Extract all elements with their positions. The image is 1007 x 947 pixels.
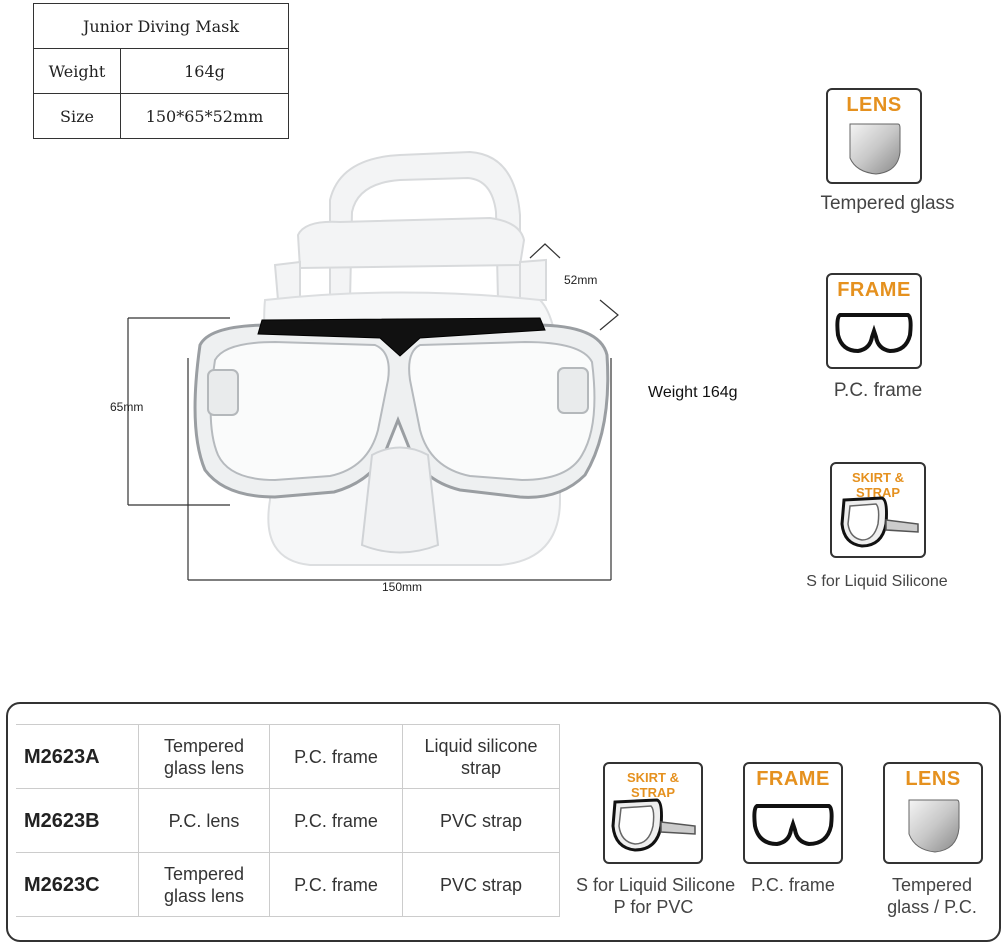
model-cell: M2623C	[16, 852, 139, 917]
width-dimension-label: 150mm	[382, 580, 423, 594]
model-cell: M2623B	[16, 788, 139, 853]
table-row: M2623A Tempered glass lens P.C. frame Li…	[16, 724, 560, 789]
nose-pocket	[360, 446, 440, 554]
lens-cell: Tempered glass lens	[138, 852, 270, 917]
left-buckle	[207, 369, 239, 416]
product-comparison-box: M2623A Tempered glass lens P.C. frame Li…	[6, 702, 1001, 942]
card-title: LENS	[905, 768, 961, 790]
caption-line: S for Liquid Silicone	[576, 875, 736, 895]
lens-icon	[849, 123, 901, 175]
card-title: LENS	[846, 94, 902, 116]
spec-row-weight: Weight 164g	[33, 48, 289, 94]
weight-label: Weight 164g	[648, 384, 738, 401]
frame-icon	[752, 804, 834, 847]
card-title: SKIRT & STRAP	[627, 770, 679, 800]
frame-cell: P.C. frame	[269, 852, 403, 917]
card-title: FRAME	[756, 768, 830, 790]
lens-cell: P.C. lens	[138, 788, 270, 853]
frame-feature-card: FRAME	[826, 273, 922, 369]
spec-table-title: Junior Diving Mask	[33, 3, 289, 49]
skirt-strap-icon	[840, 496, 919, 548]
strap-cell: PVC strap	[402, 788, 560, 853]
dimension-lines	[127, 243, 619, 581]
skirt-strap-feature-card: SKIRT & STRAP	[830, 462, 926, 558]
skirt-strap-icon	[611, 798, 696, 852]
spec-label: Weight	[33, 48, 121, 94]
spec-row-size: Size 150*65*52mm	[33, 93, 289, 139]
lens-cell: Tempered glass lens	[138, 724, 270, 789]
frame-top-bar	[257, 317, 546, 357]
table-row: M2623B P.C. lens P.C. frame PVC strap	[16, 788, 560, 853]
product-table: M2623A Tempered glass lens P.C. frame Li…	[16, 724, 560, 917]
depth-dimension-label: 52mm	[564, 273, 598, 287]
table-row: M2623C Tempered glass lens P.C. frame PV…	[16, 852, 560, 917]
skirt-strap-caption: S for Liquid Silicone	[806, 573, 948, 590]
card-title: FRAME	[837, 279, 911, 301]
spec-table: Junior Diving Mask Weight 164g Size 150*…	[33, 3, 289, 139]
strap-cell: Liquid silicone strap	[402, 724, 560, 789]
caption-line: P for PVC	[613, 897, 694, 917]
frame-cell: P.C. frame	[269, 788, 403, 853]
caption-line: P.C. frame	[751, 875, 835, 895]
strap-image	[273, 150, 547, 301]
height-dimension-label: 65mm	[110, 400, 144, 414]
model-cell: M2623A	[16, 724, 139, 789]
spec-label: Size	[33, 93, 121, 139]
frame-caption: P.C. frame	[833, 380, 923, 401]
legend-skirt-strap-card: SKIRT & STRAP	[603, 762, 703, 864]
right-lens	[408, 340, 596, 482]
lens-icon	[908, 799, 960, 853]
lens-feature-card: LENS	[826, 88, 922, 184]
legend-frame-card: FRAME	[743, 762, 843, 864]
right-buckle	[557, 367, 589, 414]
left-lens	[209, 340, 390, 482]
strap-cell: PVC strap	[402, 852, 560, 917]
spec-value: 150*65*52mm	[120, 93, 289, 139]
lens-caption: Tempered glass	[820, 193, 955, 214]
frame-cell: P.C. frame	[269, 724, 403, 789]
frame-icon	[835, 313, 913, 354]
mask-illustration	[127, 150, 619, 581]
legend-skirt-strap-caption: S for Liquid Silicone P for PVC	[576, 874, 736, 918]
legend-frame-caption: P.C. frame	[733, 874, 853, 896]
legend-lens-caption: Tempered glass / P.C.	[868, 874, 996, 918]
card-title: SKIRT & STRAP	[852, 470, 904, 500]
legend-lens-card: LENS	[883, 762, 983, 864]
caption-line: Tempered	[891, 875, 973, 895]
caption-line: glass / P.C.	[887, 897, 977, 917]
